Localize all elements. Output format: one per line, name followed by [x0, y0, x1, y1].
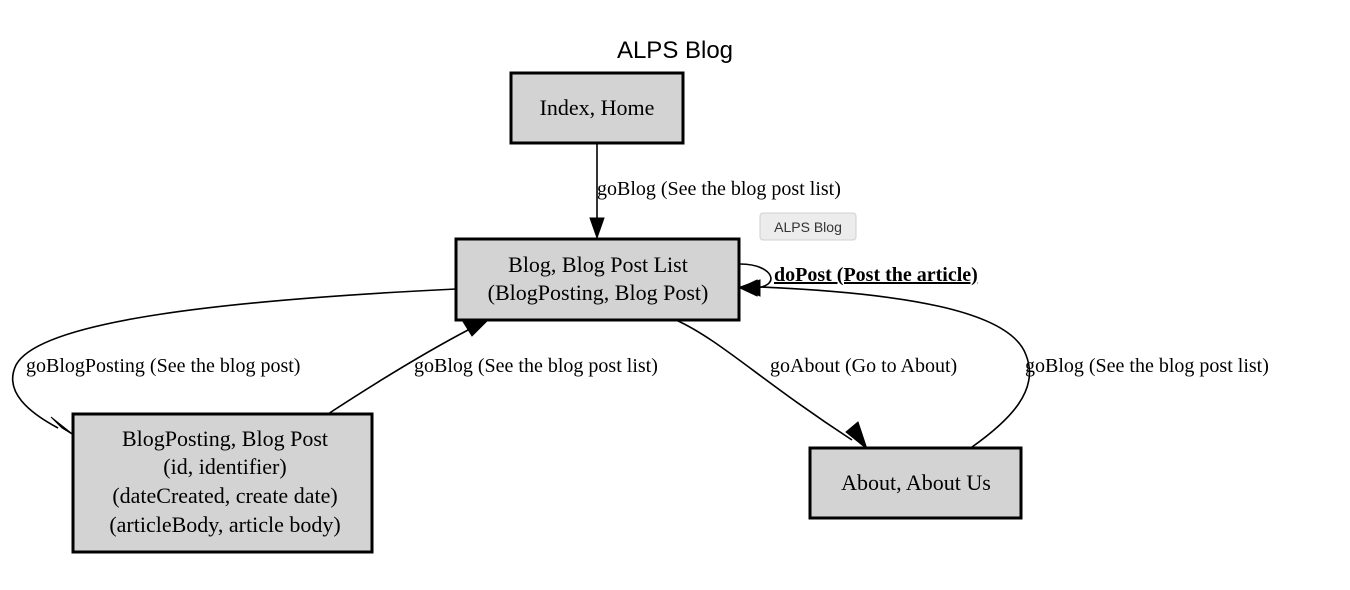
node-blog-post-list-label-line2: (BlogPosting, Blog Post) — [488, 280, 709, 305]
node-blogposting-label-line4: (articleBody, article body) — [109, 512, 340, 537]
hover-tooltip-box — [759, 212, 857, 241]
node-about-us[interactable]: About, About Us — [808, 446, 1023, 520]
edge-about-to-blog-arrowhead — [738, 279, 761, 297]
node-blogposting[interactable]: BlogPosting, Blog Post (id, identifier) … — [71, 412, 374, 554]
edge-blogposting-to-blog-arrowhead — [461, 319, 490, 337]
edge-about-to-blog[interactable]: goBlog (See the blog post list) — [738, 279, 1269, 448]
node-about-us-label: About, About Us — [841, 470, 991, 495]
edge-blog-to-about-line — [675, 319, 853, 441]
hover-tooltip: ALPS Blog — [759, 212, 857, 241]
node-blogposting-box — [71, 412, 374, 554]
edge-blog-self-label[interactable]: doPost (Post the article) — [774, 264, 978, 286]
edge-blog-to-about-label[interactable]: goAbout (Go to About) — [770, 355, 957, 377]
diagram-title: ALPS Blog — [617, 37, 733, 64]
edge-index-to-blog[interactable]: goBlog (See the blog post list) — [589, 143, 841, 240]
edge-blogposting-to-blog-label[interactable]: goBlog (See the blog post list) — [414, 355, 658, 377]
node-about-us-box — [808, 446, 1023, 520]
node-blog-post-list[interactable]: Blog, Blog Post List (BlogPosting, Blog … — [454, 237, 741, 322]
edge-about-to-blog-line — [759, 286, 1031, 448]
node-index-home-box — [509, 71, 685, 145]
node-blogposting-label-line3: (dateCreated, create date) — [112, 483, 337, 508]
edge-blogposting-to-blog-line — [327, 329, 469, 415]
node-blog-post-list-box — [454, 237, 741, 322]
edge-blog-to-blogposting[interactable]: goBlogPosting (See the blog post) — [11, 288, 457, 437]
edge-blog-to-about-arrowhead — [845, 421, 869, 451]
edge-about-to-blog-label[interactable]: goBlog (See the blog post list) — [1025, 355, 1269, 377]
edge-blogposting-to-blog[interactable]: goBlog (See the blog post list) — [327, 319, 658, 415]
node-index-home-label: Index, Home — [540, 95, 655, 120]
edge-blog-to-blogposting-line — [11, 288, 457, 429]
edge-blog-self[interactable]: doPost (Post the article) — [738, 263, 978, 297]
node-blogposting-label-line1: BlogPosting, Blog Post — [122, 426, 328, 451]
node-blogposting-label-line2: (id, identifier) — [163, 454, 286, 479]
edge-blog-to-about[interactable]: goAbout (Go to About) — [675, 319, 957, 451]
edge-index-to-blog-arrowhead — [589, 217, 605, 240]
edge-index-to-blog-label[interactable]: goBlog (See the blog post list) — [597, 178, 841, 200]
edge-blog-to-blogposting-label[interactable]: goBlogPosting (See the blog post) — [26, 355, 300, 377]
edge-blog-to-blogposting-arrowhead — [50, 416, 76, 437]
hover-tooltip-text: ALPS Blog — [774, 219, 842, 235]
node-blog-post-list-label-line1: Blog, Blog Post List — [508, 252, 688, 277]
node-index-home[interactable]: Index, Home — [509, 71, 685, 145]
